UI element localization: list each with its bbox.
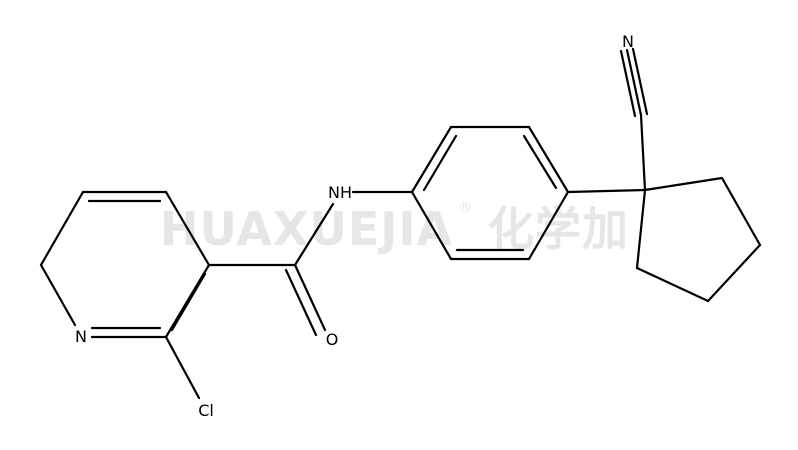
phenyl-to-cyclopentane-bond — [566, 188, 647, 194]
benzene-bond-6 — [527, 190, 570, 261]
watermark-registered-mark: ® — [458, 200, 472, 216]
nitrile-triple-bond-a — [625, 48, 643, 117]
pyridine-n-label: N — [75, 327, 87, 346]
carbonyl-double-bond-b — [284, 268, 318, 337]
nitrile-triple-bond-c — [619, 49, 637, 118]
pyridine-bond-6 — [164, 263, 211, 339]
benzene-bond-1-inner — [522, 134, 558, 190]
nitrile-to-quaternary-carbon-bond — [639, 113, 647, 192]
benzene-bond-3 — [410, 125, 453, 194]
nitrile-triple-bond-b — [631, 47, 649, 116]
pyridine-bond-6-inner — [170, 272, 207, 332]
cyclopentane-bond-1 — [643, 176, 724, 192]
cyclopentane-bond-5 — [635, 188, 647, 270]
carbonyl-double-bond-a — [293, 263, 327, 332]
pyridine-bond-4 — [39, 263, 77, 327]
benzene-bond-4 — [410, 190, 453, 261]
pyridine-bond-1 — [164, 190, 211, 267]
benzene-bond-3-inner — [422, 134, 458, 192]
cyclopentane-bond-4 — [635, 266, 710, 303]
benzene-bond-1 — [527, 125, 570, 194]
chlorine-bond — [164, 335, 201, 400]
nh-to-carbonyl-bond — [293, 202, 335, 267]
pyridine-bond-3 — [39, 190, 85, 267]
chlorine-label: Cl — [198, 401, 214, 420]
cyclopentane-bond-3 — [706, 243, 762, 303]
carbonyl-o-label: O — [326, 330, 339, 349]
amide-nh-label: NH — [328, 183, 352, 202]
nitrile-n-label: N — [622, 32, 634, 51]
cyclopentane-bond-2 — [720, 176, 762, 247]
